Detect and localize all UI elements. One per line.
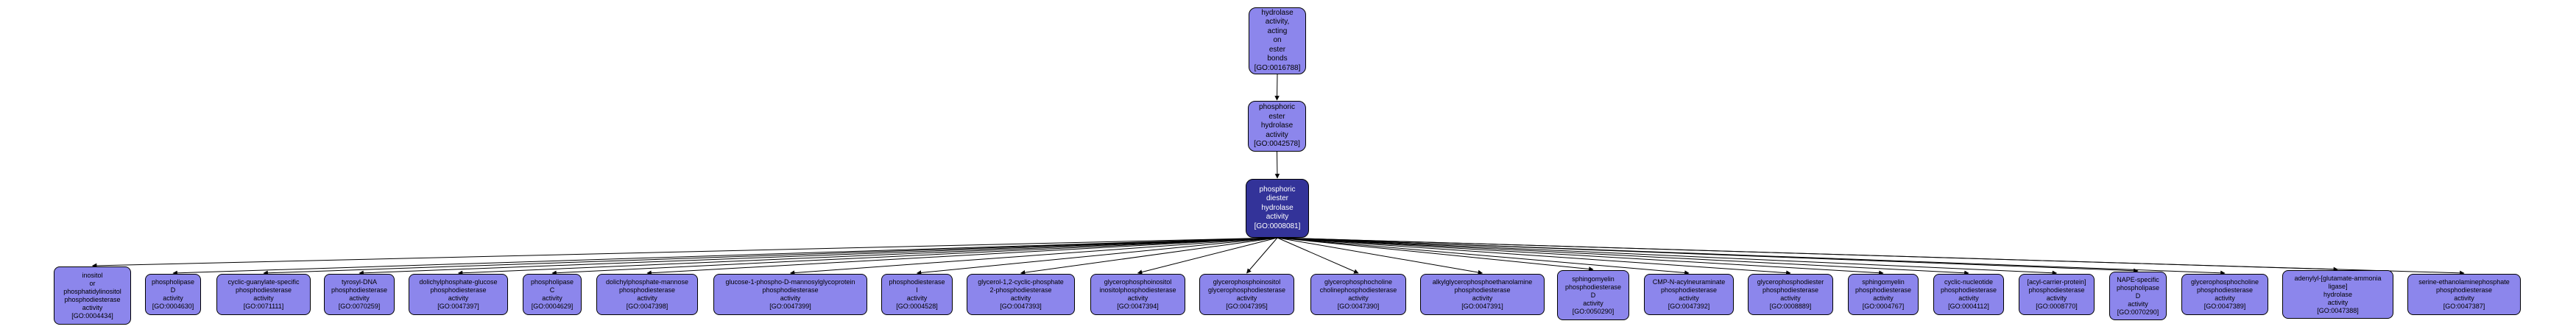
edge-GO-0008081-to-GO-0047392: [1277, 237, 1690, 275]
edge-GO-0008081-to-GO-0047397: [457, 237, 1278, 275]
edge-GO-0008081-to-GO-0050290: [1277, 237, 1594, 272]
edge-GO-0008081-to-GO-0004434: [91, 237, 1278, 269]
edge-GO-0008081-to-GO-0004629: [551, 237, 1278, 275]
edge-GO-0008081-to-GO-0047399: [789, 237, 1278, 275]
edge-GO-0008081-to-GO-0047391: [1277, 237, 1483, 275]
edge-GO-0042578-to-GO-0008081: [1274, 151, 1280, 179]
edge-GO-0016788-to-GO-0042578: [1274, 74, 1280, 101]
edge-GO-0008081-to-GO-0008889: [1277, 237, 1791, 275]
edge-GO-0008081-to-GO-0070290: [1277, 237, 2139, 274]
go-term-label: glucose-1-phospho-D-mannosylglycoprotein…: [725, 278, 855, 310]
edge-GO-0008081-to-GO-0071111: [263, 237, 1278, 276]
edge-GO-0008081-to-GO-0047387: [1277, 237, 2465, 276]
edge-GO-0008081-to-GO-0070259: [359, 237, 1278, 276]
edge-GO-0008081-to-GO-0004630: [172, 237, 1278, 276]
edge-GO-0008081-to-GO-0008770: [1277, 237, 2058, 275]
edge-GO-0008081-to-GO-0047393: [1020, 237, 1278, 275]
edge-GO-0008081-to-GO-0004112: [1277, 237, 1969, 275]
edge-GO-0008081-to-GO-0047398: [646, 237, 1278, 275]
edge-GO-0008081-to-GO-0004528: [916, 237, 1278, 275]
edge-GO-0008081-to-GO-0047394: [1137, 237, 1278, 275]
edge-GO-0008081-to-GO-0047395: [1246, 237, 1278, 274]
edge-GO-0008081-to-GO-0047389: [1277, 237, 2226, 276]
edge-GO-0008081-to-GO-0004767: [1277, 237, 1884, 275]
edge-GO-0008081-to-GO-0047390: [1277, 237, 1359, 274]
go-term-node-go-0047399[interactable]: glucose-1-phospho-D-mannosylglycoprotein…: [713, 274, 867, 315]
edge-GO-0008081-to-GO-0047388: [1277, 237, 2339, 272]
